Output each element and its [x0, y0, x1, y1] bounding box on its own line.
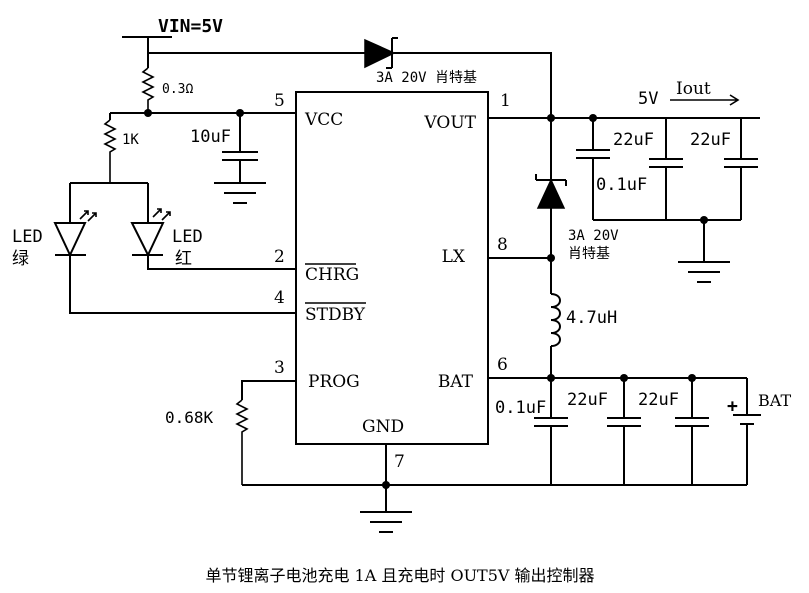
pin-label-chrg: CHRG: [305, 265, 359, 285]
schottky-diode-vert: [536, 178, 566, 209]
capacitor-out-22u-2: [724, 118, 758, 220]
ground-main: [360, 511, 412, 533]
pin-label-lx: LX: [442, 247, 466, 267]
led-green-arrows: [79, 210, 97, 222]
output-current-arrow: [670, 94, 740, 106]
capacitor-bat-0p1: [534, 378, 568, 485]
output-voltage-label: 5V: [638, 89, 658, 109]
wire-prog: [241, 380, 296, 400]
battery-symbol: [733, 378, 761, 485]
capacitor-out-label-1: 22uF: [613, 130, 654, 150]
pin-label-stdby: STDBY: [305, 305, 366, 325]
capacitor-out-22u-1: [649, 118, 683, 220]
resistor-sense-label: 0.3Ω: [162, 82, 193, 97]
pin-number-8: 8: [497, 235, 508, 255]
resistor-prog: [235, 399, 249, 485]
led-red-label-b: 红: [175, 249, 192, 269]
output-current-label: Iout: [676, 79, 711, 99]
pin-label-gnd: GND: [362, 417, 404, 437]
wire-led-bus: [69, 182, 149, 222]
schottky-diode-top-bar: [386, 37, 398, 69]
battery-plus: +: [727, 396, 738, 417]
pin-number-1: 1: [500, 91, 511, 111]
battery-label: BAT: [758, 391, 791, 410]
ground-vcc: [214, 182, 266, 204]
capacitor-out-label-3: 0.1uF: [596, 175, 647, 195]
schottky-top-label: 3A 20V 肖特基: [376, 69, 477, 86]
pin-label-bat: BAT: [438, 372, 474, 392]
inductor-label: 4.7uH: [566, 308, 617, 328]
resistor-led: [103, 119, 117, 183]
capacitor-bat-22u-1: [607, 378, 641, 485]
schottky-vert-label-a: 3A 20V: [568, 228, 619, 244]
capacitor-vcc-label: 10uF: [190, 127, 231, 147]
capacitor-vcc: [222, 113, 258, 183]
capacitor-bat-label-3: 22uF: [638, 390, 679, 410]
capacitor-out-label-2: 22uF: [690, 130, 731, 150]
resistor-sense: [141, 67, 155, 113]
schottky-vert-label-b: 肖特基: [568, 245, 610, 262]
pin-number-3: 3: [274, 358, 285, 378]
inductor: [550, 293, 561, 347]
led-green-label-a: LED: [12, 227, 43, 247]
pin-label-vcc: VCC: [304, 110, 343, 130]
wire-diode-to-vout: [394, 52, 552, 118]
caption: 单节锂离子电池充电 1A 且充电时 OUT5V 输出控制器: [205, 566, 594, 585]
pin-number-4: 4: [274, 288, 285, 308]
capacitor-bat-22u-2: [675, 378, 709, 485]
led-red: [130, 222, 165, 258]
capacitor-out-0p1: [576, 118, 610, 220]
led-green: [53, 222, 87, 258]
schottky-diode-top: [364, 38, 396, 69]
pin-number-6: 6: [497, 355, 508, 375]
pin-number-5: 5: [274, 91, 285, 111]
pin-number-2: 2: [274, 247, 285, 267]
led-green-label-b: 绿: [12, 249, 29, 269]
pin-label-vout: VOUT: [423, 113, 476, 133]
capacitor-bat-label-1: 0.1uF: [495, 398, 546, 418]
capacitor-bat-label-2: 22uF: [567, 390, 608, 410]
junction-lx: [547, 254, 555, 262]
resistor-led-label: 1K: [122, 132, 139, 148]
pin-number-7: 7: [394, 452, 405, 472]
junction-gnd: [382, 481, 390, 489]
wire-stdby: [69, 255, 296, 314]
pin-label-prog: PROG: [308, 372, 360, 392]
ground-output: [678, 261, 730, 283]
resistor-prog-label: 0.68K: [165, 408, 214, 427]
led-red-arrows: [152, 208, 171, 221]
vin-label: VIN=5V: [158, 16, 223, 37]
led-red-label-a: LED: [172, 227, 203, 247]
wire-chrg: [147, 255, 296, 270]
